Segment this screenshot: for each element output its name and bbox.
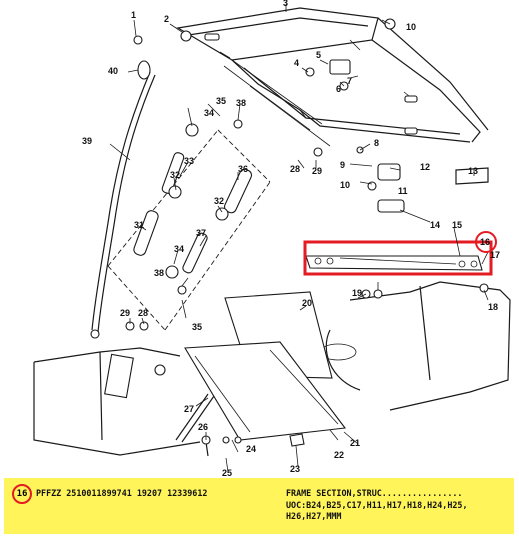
callout-28-left: 28 [138,308,148,318]
callout-29-right: 29 [312,166,322,176]
highlight-circle-16 [475,231,497,253]
callout-21: 21 [350,438,360,448]
callout-32-lower: 32 [214,196,224,206]
callout-7: 7 [347,76,352,86]
hatch-frame [176,7,489,143]
callout-3: 3 [283,0,288,8]
channel-frame [223,59,331,147]
frame-section-item-16[interactable] [305,255,483,271]
leader-lines [109,4,489,473]
callout-39: 39 [82,136,92,146]
callout-9: 9 [340,160,345,170]
callout-38-lower: 38 [154,268,164,278]
callout-4: 4 [294,58,299,68]
callout-14: 14 [430,220,440,230]
callout-19: 19 [352,288,362,298]
callout-22: 22 [334,450,344,460]
callout-34-upper: 34 [204,108,214,118]
callout-13: 13 [468,166,478,176]
callout-27: 27 [184,404,194,414]
exploded-stack-dashed [107,129,271,331]
item-number: 16 [16,489,28,499]
callout-10-right: 10 [340,180,350,190]
callout-12: 12 [420,162,430,172]
part-number-row: PFFZZ 2510011899741 19207 12339612 [36,488,208,498]
callout-8: 8 [374,138,379,148]
callout-5: 5 [316,50,321,60]
callout-31: 31 [134,220,144,230]
callout-labels: 1 2 3 4 5 6 7 8 9 10 10 11 12 13 14 15 1… [82,0,500,478]
bottom-hardware [125,283,489,457]
callout-15: 15 [452,220,462,230]
callout-35-upper: 35 [216,96,226,106]
callout-35-lower: 35 [192,322,202,332]
callout-2: 2 [164,14,169,24]
part-description: FRAME SECTION,STRUC................ [286,488,463,498]
callout-6: 6 [336,84,341,94]
callout-37: 37 [196,228,206,238]
callout-11: 11 [398,186,408,196]
callout-18: 18 [488,302,498,312]
callout-36: 36 [238,164,248,174]
callout-25: 25 [222,468,232,478]
callout-20: 20 [302,298,312,308]
callout-17: 17 [490,250,500,260]
callout-38-upper: 38 [236,98,246,108]
callout-29-left: 29 [120,308,130,318]
uoc-line-2: H26,H27,MMM [286,511,342,521]
support-strap [90,60,156,339]
hinge-hardware [133,18,489,213]
callout-10-top: 10 [406,22,416,32]
callout-32-upper: 32 [170,170,180,180]
item-number-highlight [12,484,32,504]
callout-16: 16 [480,237,490,247]
callout-34-lower: 34 [174,244,184,254]
callout-28-right: 28 [290,164,300,174]
callout-23: 23 [290,464,300,474]
vehicle-body [33,281,511,456]
callout-26: 26 [198,422,208,432]
parts-list-entry: 16 PFFZZ 2510011899741 19207 12339612 FR… [4,478,514,534]
highlight-box [303,240,493,276]
callout-24: 24 [246,444,256,454]
callout-33: 33 [184,156,194,166]
callout-40: 40 [108,66,118,76]
callout-1: 1 [131,10,136,20]
exploded-parts-diagram: 1 2 3 4 5 6 7 8 9 10 10 11 12 13 14 15 1… [33,0,511,478]
lift-cylinders [133,119,253,295]
uoc-line-1: UOC:B24,B25,C17,H11,H17,H18,H24,H25, [286,500,468,510]
